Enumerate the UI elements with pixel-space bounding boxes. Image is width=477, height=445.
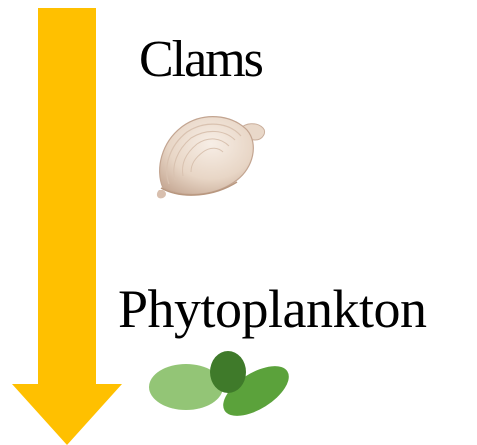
phytoplankton-label: Phytoplankton bbox=[118, 282, 427, 336]
clam-icon bbox=[153, 110, 268, 202]
down-arrow-icon bbox=[0, 0, 130, 445]
arrow-shape bbox=[12, 8, 122, 445]
phyto-cell-dark bbox=[210, 351, 246, 393]
clams-label: Clams bbox=[139, 34, 262, 86]
phytoplankton-icon bbox=[146, 345, 296, 430]
